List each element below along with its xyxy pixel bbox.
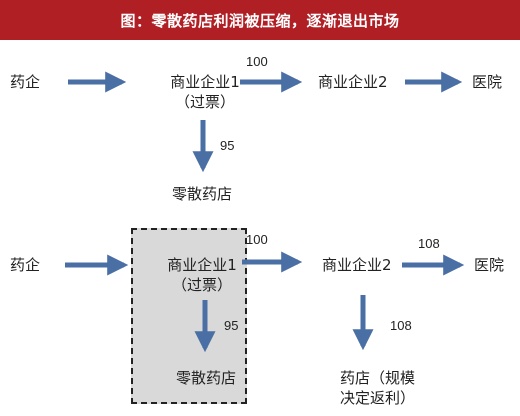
bottom-distributor1-label: 商业企业1 [167,256,237,274]
top-value-d1-d2: 100 [246,54,268,69]
bottom-chain-sublabel: 决定返利） [340,389,416,407]
top-distributor1-label: 商业企业1 [170,73,240,91]
top-distributor1-node: 商业企业1 （过票） [140,72,270,112]
bottom-distributor1-sublabel: （过票） [171,276,232,294]
bottom-pharma-node: 药企 [10,256,41,274]
bottom-value-d1-d2: 100 [246,232,268,247]
top-pharma-node: 药企 [10,73,41,91]
bottom-value-d1-retail: 95 [224,318,239,333]
bottom-hospital-node: 医院 [474,256,505,274]
bottom-distributor2-node: 商业企业2 [322,256,392,274]
bottom-chain-label: 药店（规模 [340,369,416,387]
top-distributor1-sublabel: （过票） [174,93,235,111]
bottom-value-d2-hospital: 108 [418,236,440,251]
bottom-retail-node: 零散药店 [176,369,237,387]
bottom-chain-pharmacy-node: 药店（规模 决定返利） [340,368,415,408]
top-hospital-node: 医院 [472,73,503,91]
figure-title: 图：零散药店利润被压缩，逐渐退出市场 [0,0,520,40]
bottom-distributor1-node: 商业企业1 （过票） [137,255,267,295]
top-value-d1-retail: 95 [220,138,235,153]
top-retail-node: 零散药店 [172,185,233,203]
highlight-box-distributor1 [131,228,247,404]
top-distributor2-node: 商业企业2 [318,73,388,91]
bottom-value-d2-chain: 108 [390,318,412,333]
